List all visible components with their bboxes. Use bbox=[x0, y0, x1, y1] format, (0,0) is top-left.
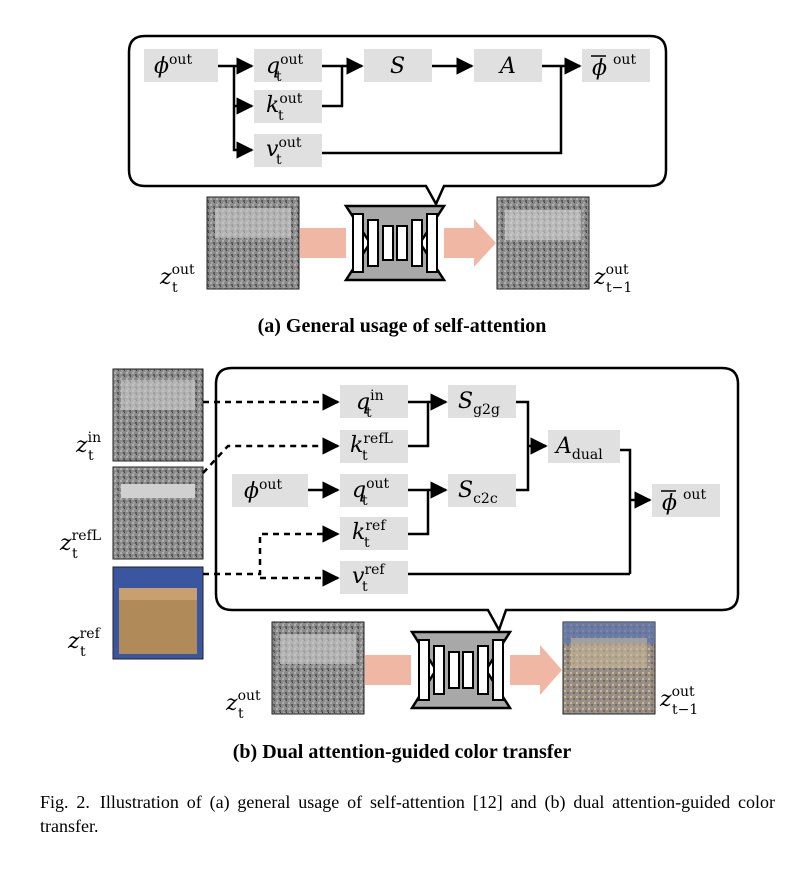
node-b-v-ref bbox=[340, 561, 408, 594]
band-b-left bbox=[365, 655, 411, 685]
photo-a-output-arch bbox=[505, 210, 581, 240]
figure-caption-text: Illustration of (a) general usage of sel… bbox=[40, 792, 775, 836]
node-b-S-c2c bbox=[448, 474, 516, 507]
band-b-right bbox=[510, 655, 540, 685]
node-a-A bbox=[474, 49, 542, 82]
photo-a-input-arch bbox=[215, 208, 291, 238]
panel-b-edges-dashed bbox=[202, 393, 340, 587]
label-b-phi-out: ϕout bbox=[244, 477, 282, 504]
band-a-left bbox=[300, 228, 346, 258]
photo-b-input-arch bbox=[280, 634, 356, 664]
node-b-k-ref bbox=[340, 517, 408, 550]
label-b-S-c2c: Sc2c bbox=[458, 478, 498, 507]
node-b-phi-out bbox=[232, 474, 308, 507]
photo-b-z-refL-roof bbox=[121, 484, 195, 498]
panel-b-edges-solid bbox=[308, 393, 652, 576]
node-a-phi-out bbox=[144, 49, 218, 82]
node-a-q-out bbox=[254, 49, 322, 82]
caption-b: (b) Dual attention-guided color transfer bbox=[233, 741, 572, 763]
node-b-phibar-out bbox=[652, 484, 720, 517]
node-a-S bbox=[364, 49, 432, 82]
node-b-A-dual bbox=[548, 430, 620, 463]
figure-caption-label: Fig. 2. bbox=[40, 792, 90, 812]
node-a-phibar-out bbox=[582, 49, 650, 82]
band-a-arrowhead bbox=[474, 219, 496, 267]
node-b-k-refL bbox=[340, 430, 408, 463]
node-b-S-g2g bbox=[448, 385, 516, 418]
unet-a bbox=[343, 204, 447, 282]
label-b-S-g2g: Sg2g bbox=[458, 389, 500, 418]
node-b-q-out bbox=[340, 474, 408, 507]
label-a-A: A bbox=[498, 54, 516, 79]
label-a-S: S bbox=[390, 54, 405, 79]
photo-b-output-arch bbox=[571, 638, 647, 668]
figure-caption: Fig. 2.Illustration of (a) general usage… bbox=[40, 790, 775, 838]
photo-b-z-ref-roof bbox=[119, 588, 197, 600]
label-b-A-dual: Adual bbox=[554, 434, 603, 463]
label-a-phi-out: ϕout bbox=[154, 52, 192, 79]
photo-b-z-in-arch bbox=[121, 380, 195, 410]
node-a-v-out bbox=[254, 134, 322, 167]
photo-b-z-refL bbox=[112, 466, 204, 560]
caption-a: (a) General usage of self-attention bbox=[258, 315, 547, 337]
band-a-right bbox=[444, 228, 474, 258]
unet-b bbox=[409, 630, 513, 710]
band-b-arrowhead bbox=[540, 645, 562, 695]
panel-a-edges bbox=[218, 57, 582, 159]
node-a-k-out bbox=[254, 90, 322, 123]
node-b-q-in bbox=[340, 385, 408, 418]
